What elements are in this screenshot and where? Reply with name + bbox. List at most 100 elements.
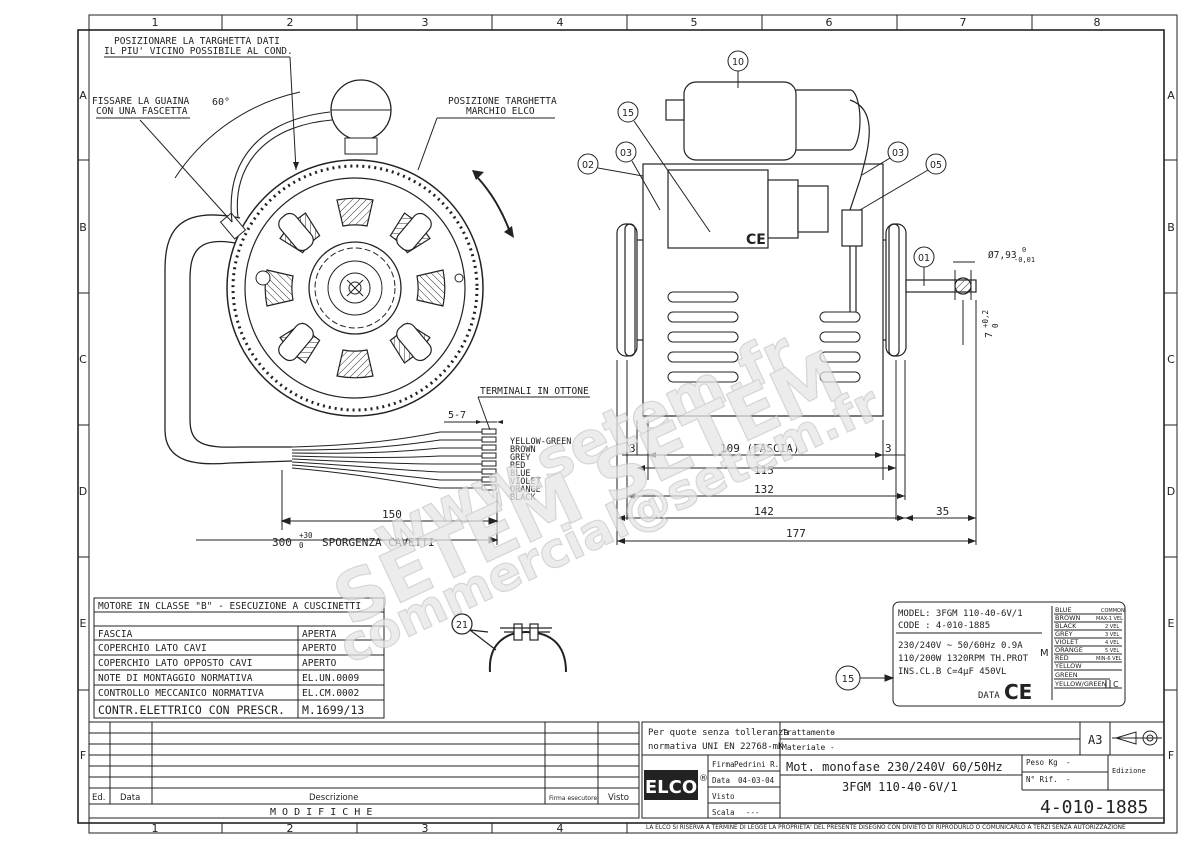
wiring-color: YELLOW/GREEN [1054,680,1107,688]
spec-row-label: NOTE DI MONTAGGIO NORMATIVA [98,673,253,684]
sporgenza-label: SPORGENZA CAVETTI [322,536,435,549]
row-letters-left: A B C D E F [79,89,87,762]
wiring-color: ORANGE [1055,646,1083,654]
drawing-number: 4-010-1885 [1040,797,1148,818]
sheet-format: A3 [1088,733,1102,747]
wiring-func: 3 VEL [1105,632,1119,638]
nameplate-callout: 15 [842,674,855,685]
row-label: D [79,485,87,498]
nameplate-code: CODE : 4-010-1885 [898,621,990,631]
sheath-note-line2: CON UNA FASCETTA [96,106,188,117]
col-label: 4 [557,822,564,835]
callout-label: 15 [622,108,634,119]
callout-label: 05 [930,160,942,171]
cable-dimensions [196,470,499,545]
dim-109-label: 109 (FASCIA) [720,442,799,455]
nrif-value: - [1066,775,1071,784]
description-line2: 3FGM 110-40-6V/1 [842,780,958,794]
visto-label: Visto [712,792,735,801]
row-label: E [1168,617,1175,630]
materiale-label: Materiale [782,743,826,752]
flat-dim-tol-lower: 0 [991,323,1000,328]
dim-132-label: 132 [754,483,774,496]
rev-ed-header: Ed. [92,793,105,803]
firma-value: Pedrini R. [734,760,779,769]
cable-loop [164,214,293,465]
col-label: 4 [557,16,564,29]
wire-label: GREY [510,453,530,463]
tolerance-line1: Per quote senza tolleranza [648,728,789,738]
wire-label: BLUE [510,469,530,479]
spec-row-value: EL.CM.0002 [302,688,359,699]
revision-header: Ed. Data Descrizione Firma esecutore Vis… [92,793,629,803]
nameplate [835,601,1126,707]
wire-label: ORANGE [510,485,541,495]
sheet-frame [77,14,1178,834]
outer-slots [278,212,432,362]
row-label: D [1167,485,1175,498]
motor-symbol-icon: M [1040,648,1049,659]
shaft-dimensions [953,261,975,345]
spec-row-value: APERTO [302,658,337,669]
shaft-diameter-tol-lower: -0,01 [1014,256,1035,264]
data-value: 04-03-04 [738,776,775,785]
elco-logo: ELCO ® [644,770,708,800]
column-ruler [221,15,1033,833]
wire-label: VIOLET [510,477,541,487]
capacitor-top-side [683,81,797,161]
column-numbers-bottom: 1 2 3 4 [152,822,564,835]
dim-300-tol-lower: 0 [299,541,304,550]
spec-table-rows: FASCIA APERTA COPERCHIO LATO CAVI APERTO… [98,629,359,699]
row-label: F [80,749,86,762]
col-label: 5 [691,16,698,29]
sheath-note-line1: FISSARE LA GUAINA [92,96,190,107]
col-label: 1 [152,16,159,29]
modifiche-label: M O D I F I C H E [270,807,372,818]
wiring-func: COMMON [1101,608,1125,614]
wiring-color: YELLOW [1054,662,1082,670]
title-block [641,721,1165,819]
callout-bubbles [577,50,947,286]
rev-descrizione-header: Descrizione [309,793,358,803]
revision-block [88,721,640,819]
capacitor-top [330,79,392,155]
nrif-label: N° Rif. [1026,775,1058,784]
dim-3-left-label: 3 [629,442,636,455]
registered-mark: ® [699,774,708,784]
tolerance-line2: normativa UNI EN 22768-mK [648,742,784,752]
spec-row-value: APERTO [302,643,337,654]
row-label: C [1167,353,1175,366]
column-numbers-top: 1 2 3 4 5 6 7 8 [152,16,1101,29]
wiring-func: MAX-1 VEL [1096,616,1123,622]
projection-symbol-icon [1112,730,1162,746]
spec-row-value: M.1699/13 [302,703,364,717]
rotation-arrow-icon [477,177,511,233]
spec-table-title: MOTORE IN CLASSE "B" - ESECUZIONE A CUSC… [98,601,361,612]
rev-data-header: Data [120,793,140,803]
title-block-text: Per quote senza tolleranza normativa UNI… [648,728,1148,818]
wiring-color: GREEN [1055,671,1078,679]
wire-label: RED [510,461,525,471]
col-label: 8 [1094,16,1101,29]
callout-label: 01 [918,253,930,264]
wiring-func: 4 VEL [1105,640,1119,646]
body-slots [667,291,861,383]
nameplate-text: MODEL: 3FGM 110-40-6V/1 CODE : 4-010-188… [898,609,1029,701]
callout-label: 10 [732,57,744,68]
terminals [481,428,497,491]
col-label: 7 [960,16,967,29]
spec-table [93,597,385,719]
scala-value: --- [746,808,760,817]
trattamento-label: Trattamento [782,728,835,737]
nameplate-ce-icon: CE [1004,680,1032,704]
flat-dim-tol-upper: +0,2 [981,310,990,328]
materiale-value: - [830,743,835,752]
wiring-color: GREY [1055,630,1073,638]
dim-150-label: 150 [382,508,402,521]
wiring-color: VIOLET [1055,638,1078,646]
col-label: 2 [287,822,294,835]
clamp-detail [451,613,567,673]
row-label: E [80,617,87,630]
row-label: B [79,221,87,234]
col-label: 1 [152,822,159,835]
